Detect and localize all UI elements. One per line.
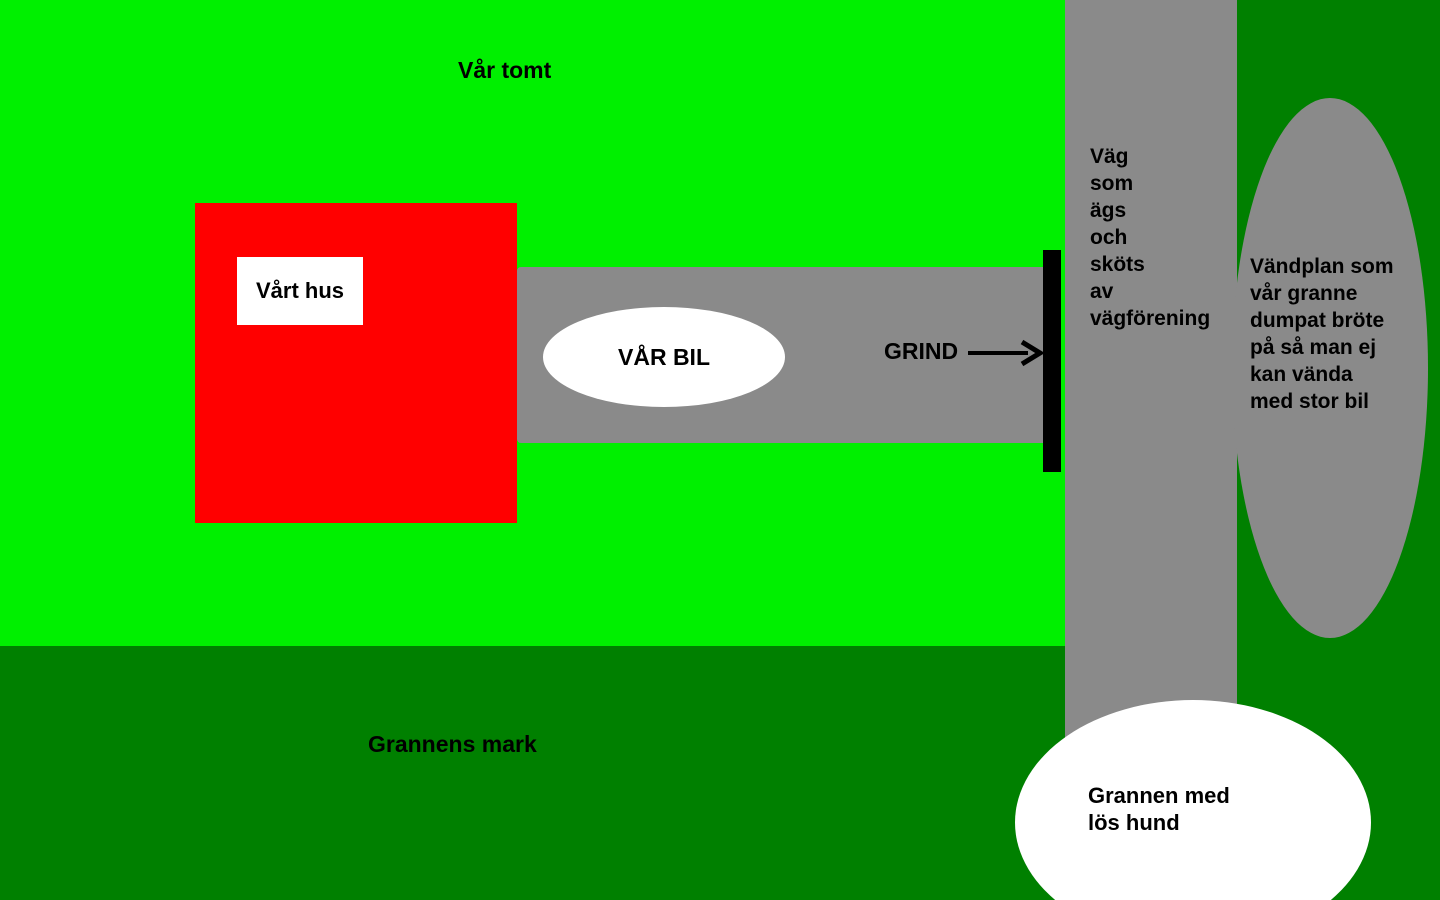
gate-label: GRIND: [884, 338, 959, 364]
neighbor-dog-label: Grannen med lös hund: [1088, 783, 1230, 835]
road-label: Väg som ägs och sköts av vägförening: [1090, 145, 1211, 330]
neighbor-dog-ellipse: [1015, 700, 1371, 900]
car-ellipse: VÅR BIL: [543, 307, 785, 407]
house-label-plate: Vårt hus: [237, 257, 363, 325]
car-label: VÅR BIL: [618, 343, 710, 370]
turning-area-label: Vändplan som vår granne dumpat bröte på …: [1250, 255, 1394, 413]
arrow-right-icon: [968, 339, 1044, 367]
our-plot-label: Vår tomt: [458, 57, 552, 83]
house-area: [195, 203, 517, 523]
gate-bar: [1043, 250, 1061, 472]
neighbor-land-label: Grannens mark: [368, 731, 537, 757]
house-label: Vårt hus: [255, 278, 345, 303]
turning-area-ellipse: [1232, 98, 1428, 638]
